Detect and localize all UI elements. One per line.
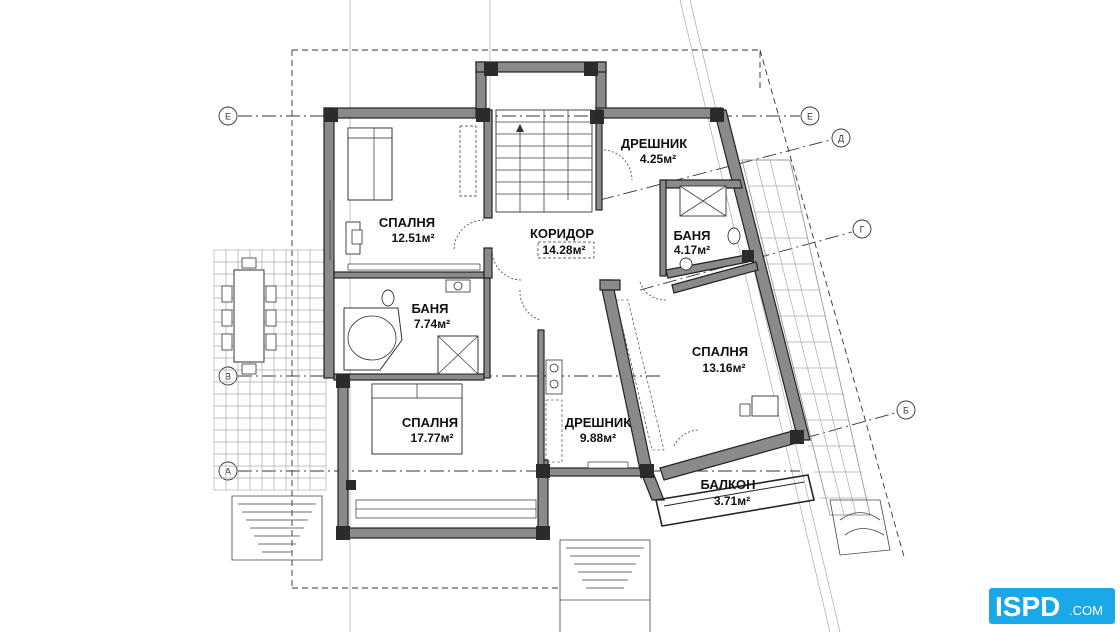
room-bedroom-1: СПАЛНЯ 12.51м² xyxy=(379,215,435,245)
logo-background xyxy=(989,588,1115,624)
room-area: 17.77м² xyxy=(411,431,454,445)
room-bedroom-3: СПАЛНЯ 17.77м² xyxy=(402,415,458,445)
shower-bath-2 xyxy=(679,185,727,217)
room-corridor: КОРИДОР 14.28м² xyxy=(530,226,594,259)
room-name: ДРЕШНИК xyxy=(565,415,631,430)
svg-text:Б: Б xyxy=(903,406,909,416)
room-name: СПАЛНЯ xyxy=(692,344,748,359)
ispd-logo: ISPD .COM xyxy=(989,588,1115,624)
room-name: ДРЕШНИК xyxy=(621,136,687,151)
axis-marker-g: Г xyxy=(852,219,872,239)
bed-bedroom-3 xyxy=(371,383,463,455)
room-area: 13.16м² xyxy=(703,361,746,375)
exterior-walls xyxy=(323,61,815,539)
room-area: 14.28м² xyxy=(543,243,586,257)
room-wardrobe-1: ДРЕШНИК 4.25м² xyxy=(621,136,687,166)
axis-marker-b: Б xyxy=(896,400,916,420)
axis-marker-d: Д xyxy=(831,128,851,148)
toilet-bath-2 xyxy=(727,227,741,245)
bathtub xyxy=(343,307,403,371)
room-name: БАНЯ xyxy=(674,228,711,243)
exterior-stairs-center xyxy=(559,539,651,632)
axis-marker-v: В xyxy=(218,366,238,386)
room-name: СПАЛНЯ xyxy=(402,415,458,430)
bed-bedroom-1 xyxy=(347,127,393,201)
dining-table xyxy=(221,257,277,375)
interior-walls xyxy=(333,109,759,471)
room-area: 12.51м² xyxy=(392,231,435,245)
spiral-stair xyxy=(829,499,891,556)
svg-text:А: А xyxy=(225,467,231,477)
sink-bath-2 xyxy=(679,257,693,271)
desk-bedroom-1 xyxy=(329,200,363,260)
svg-text:Г: Г xyxy=(860,225,865,235)
exterior-stairs-left xyxy=(231,495,323,561)
room-area: 4.25м² xyxy=(640,152,676,166)
wardrobe-bedroom-1 xyxy=(347,125,481,271)
sink-bath-1 xyxy=(445,279,471,293)
wardrobe-bedroom-2 xyxy=(615,299,665,451)
room-name: БАЛКОН xyxy=(701,477,756,492)
interior-staircase xyxy=(495,109,593,213)
room-area: 9.88м² xyxy=(580,431,616,445)
room-name: БАНЯ xyxy=(412,301,449,316)
room-bath-2: БАНЯ 4.17м² xyxy=(674,228,711,257)
room-area: 7.74м² xyxy=(414,317,450,331)
room-name: СПАЛНЯ xyxy=(379,215,435,230)
wardrobe-9-88-fixtures xyxy=(545,359,629,469)
desk-bedroom-2 xyxy=(739,395,779,417)
shower xyxy=(437,335,479,375)
room-name: КОРИДОР xyxy=(530,226,594,241)
structural-columns xyxy=(324,62,804,540)
svg-text:Д: Д xyxy=(838,134,844,144)
axis-marker-e-right: Е xyxy=(800,106,820,126)
room-area: 4.17м² xyxy=(674,243,710,257)
svg-text:Е: Е xyxy=(225,112,231,122)
svg-text:В: В xyxy=(225,372,231,382)
room-bath-1: БАНЯ 7.74м² xyxy=(412,301,451,331)
right-terrace xyxy=(741,159,871,516)
logo-suffix-text: .COM xyxy=(1069,603,1103,618)
svg-text:Е: Е xyxy=(807,112,813,122)
axis-marker-e-left: Е xyxy=(218,106,238,126)
room-balcony: БАЛКОН 3.71м² xyxy=(701,477,756,508)
logo-main-text: ISPD xyxy=(995,591,1060,622)
room-bedroom-2: СПАЛНЯ 13.16м² xyxy=(692,344,748,375)
door-swings xyxy=(453,149,701,447)
room-wardrobe-2: ДРЕШНИК 9.88м² xyxy=(565,415,631,445)
room-area: 3.71м² xyxy=(714,494,750,508)
axis-marker-a: А xyxy=(218,461,238,481)
toilet-bath-1 xyxy=(381,289,395,307)
window-bedroom-3 xyxy=(355,499,537,519)
